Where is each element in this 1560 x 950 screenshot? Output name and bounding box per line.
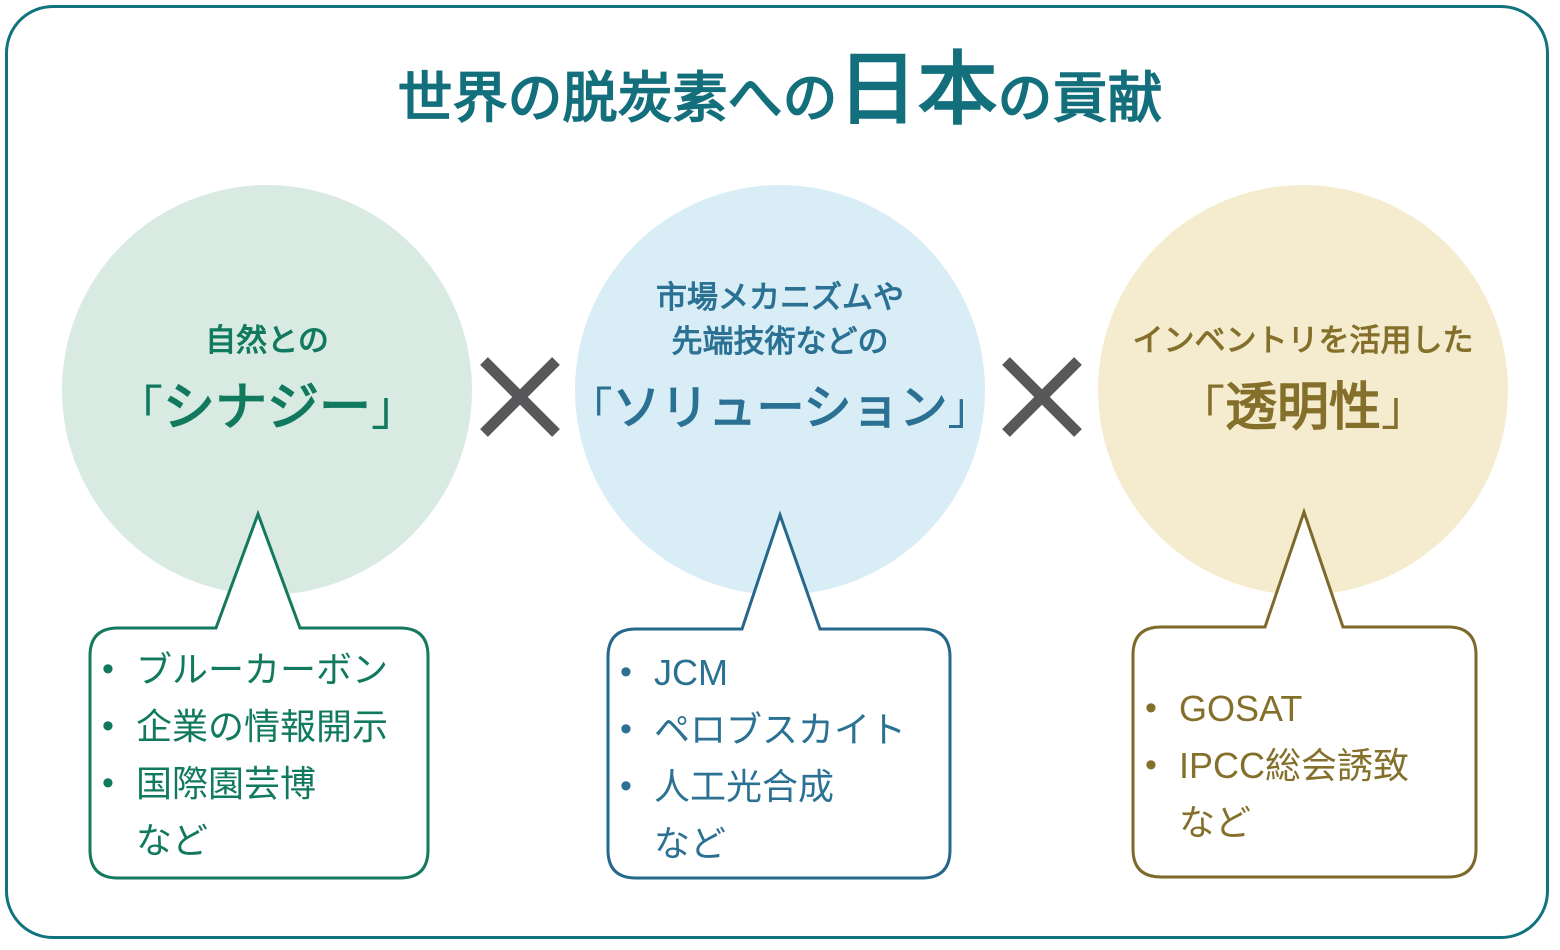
circle-synergy-subtitle: 自然との — [205, 323, 329, 358]
list-item: 国際園芸博 — [90, 755, 428, 812]
list-item-suffix: など — [136, 820, 209, 861]
circle-solution: 市場メカニズムや 先端技術などの 「ソリューション」 — [568, 185, 992, 595]
list-item: 人工光合成 — [608, 758, 950, 815]
callout-list-transparency: GOSAT IPCC総会誘致 など — [1133, 627, 1476, 877]
callout-list-synergy: ブルーカーボン 企業の情報開示 国際園芸博 など — [90, 628, 428, 878]
multiply-icon — [1002, 357, 1082, 437]
circle-transparency: インベントリを活用した 「透明性」 — [1098, 185, 1508, 595]
title-prefix: 世界の脱炭素への — [397, 67, 838, 129]
circle-solution-subtitle: 市場メカニズムや 先端技術などの — [656, 280, 904, 359]
page-title: 世界の脱炭素への日本の貢献 — [0, 42, 1560, 146]
multiply-icon — [480, 357, 560, 437]
list-item-suffix: など — [654, 823, 727, 864]
circle-solution-keyword: 「ソリューション」 — [568, 382, 992, 435]
list-item: GOSAT — [1133, 680, 1476, 737]
title-suffix: の貢献 — [997, 67, 1163, 129]
title-highlight: 日本 — [837, 45, 998, 134]
circle-synergy-keyword: 「シナジー」 — [115, 379, 419, 437]
frame-border — [5, 5, 1549, 939]
list-item: ペロブスカイト — [608, 701, 950, 758]
list-item: 企業の情報開示 — [90, 698, 428, 755]
list-item: ブルーカーボン — [90, 641, 428, 698]
circle-transparency-subtitle: インベントリを活用した — [1132, 323, 1474, 358]
circle-synergy: 自然との 「シナジー」 — [62, 185, 472, 595]
callout-list-solution: JCM ペロブスカイト 人工光合成 など — [608, 629, 950, 878]
list-item-suffix: など — [1179, 802, 1252, 843]
list-item: IPCC総会誘致 — [1133, 737, 1476, 794]
list-item: JCM — [608, 644, 950, 701]
circle-transparency-keyword: 「透明性」 — [1177, 379, 1429, 437]
